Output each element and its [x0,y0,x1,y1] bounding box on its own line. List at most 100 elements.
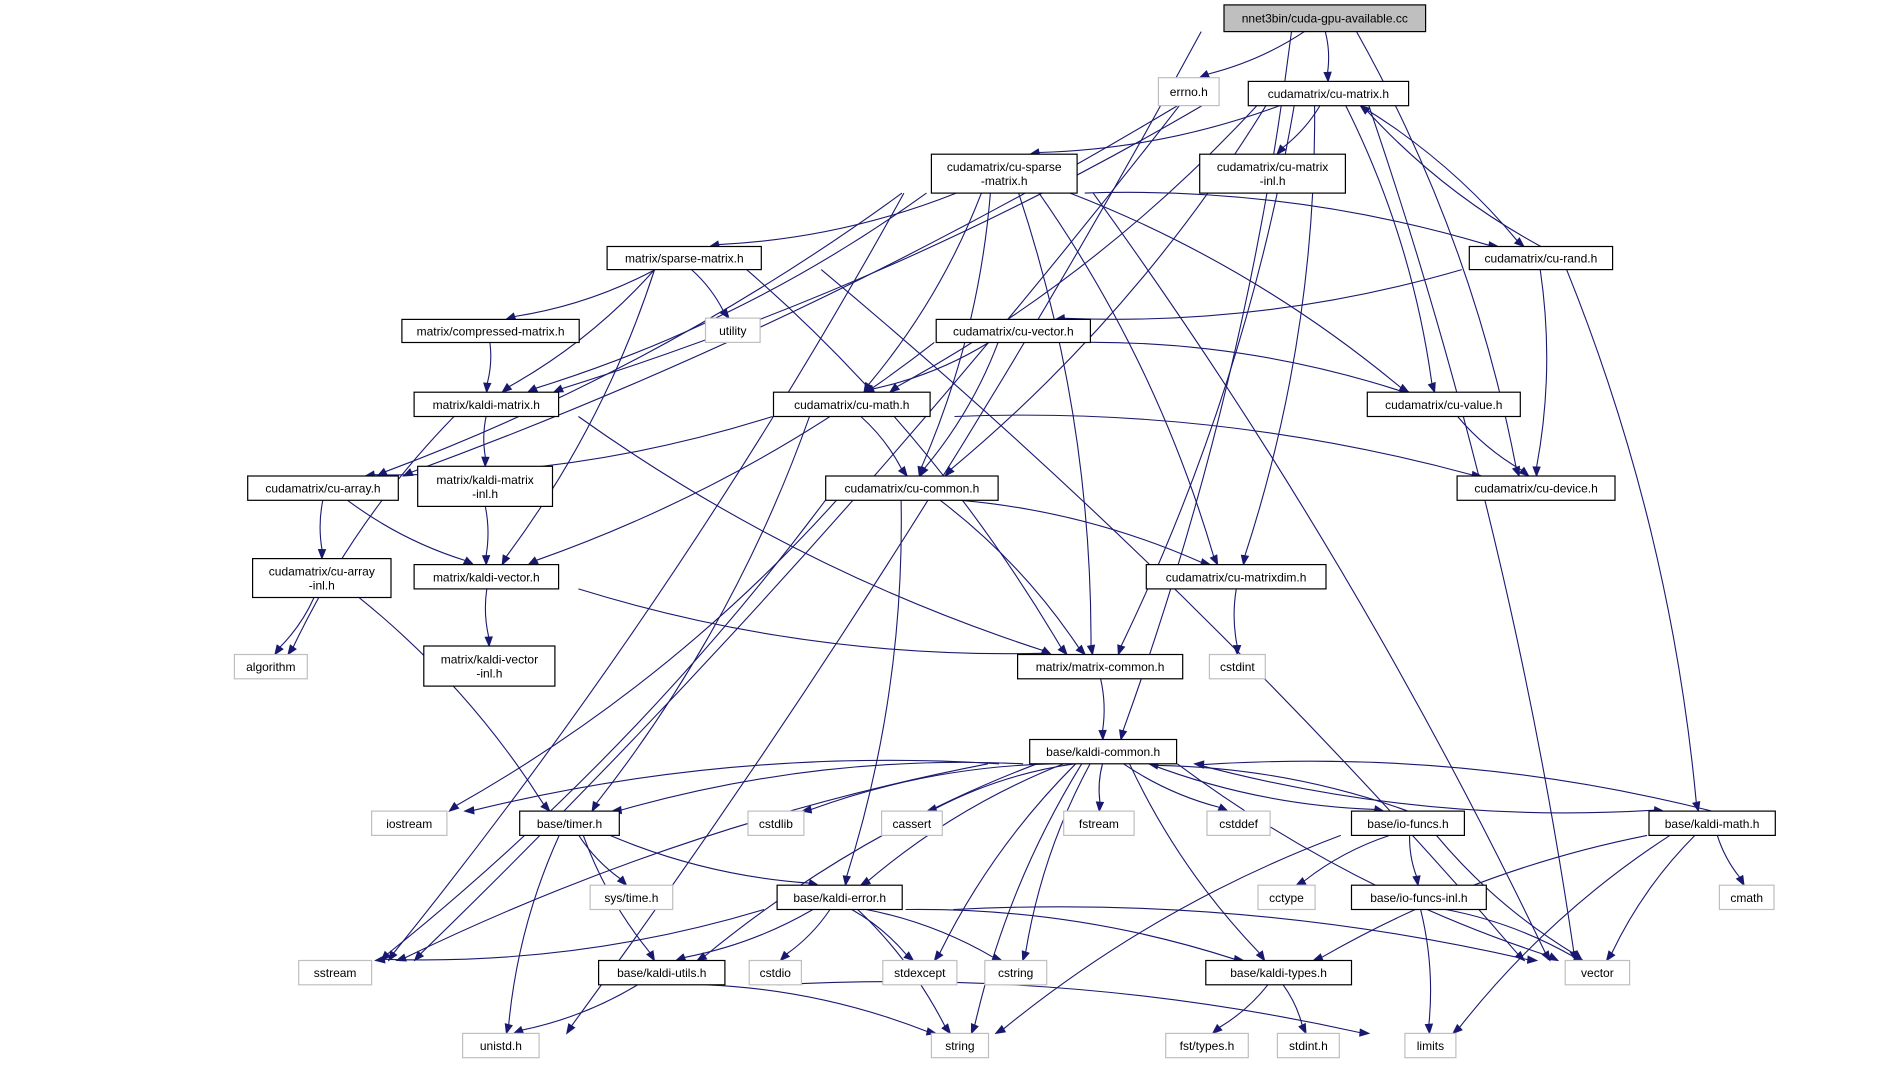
node-cstdio: cstdio [748,959,803,986]
node-iofuncsinl[interactable]: base/io-funcs-inl.h [1350,884,1487,911]
node-timer[interactable]: base/timer.h [519,810,620,836]
edge-arrowhead [1232,644,1242,656]
node-box [1029,738,1178,765]
edge-kaldicommon-to-kaldierror [859,763,1064,886]
edge-curand-to-cuvector [1054,269,1462,323]
node-kaldimatrixinl[interactable]: matrix/kaldi-matrix-inl.h [417,465,554,507]
node-label: cudamatrix/cu-matrixdim.h [1166,570,1307,584]
node-box [519,810,620,836]
node-cumatrix[interactable]: cudamatrix/cu-matrix.h [1247,80,1410,107]
node-kaldicommon[interactable]: base/kaldi-common.h [1029,738,1178,765]
edge-line [385,192,903,473]
edge-line [1716,835,1741,878]
node-sparsematrix[interactable]: matrix/sparse-matrix.h [606,245,762,271]
node-label: matrix/kaldi-vector.h [433,570,540,584]
edge-line [1420,909,1432,1025]
node-kaldivectorinl[interactable]: matrix/kaldi-vector-inl.h [423,645,556,687]
edge-arrowhead [1526,955,1539,964]
edge-arrowhead [287,644,297,656]
edge-line [810,763,1055,811]
node-matrixcommon[interactable]: matrix/matrix-common.h [1016,653,1184,680]
node-iofuncs[interactable]: base/io-funcs.h [1350,810,1466,836]
edge-cumath-to-timer [591,416,811,813]
edge-arrowhead [1424,1023,1434,1035]
edge-kalditypes-to-fsttypes [1211,984,1269,1035]
edge-arrowhead [944,466,955,478]
node-box [1223,4,1427,33]
node-cuvector[interactable]: cudamatrix/cu-vector.h [935,318,1092,344]
edge-line [868,763,1064,882]
edge-kaldicommon-to-kalditypes [1129,763,1266,962]
node-label: cudamatrix/cu-matrix [1217,160,1328,174]
edge-line [561,105,1203,390]
node-kaldivector[interactable]: matrix/kaldi-vector.h [413,563,560,590]
node-cumatrixinl[interactable]: cudamatrix/cu-matrix-inl.h [1199,153,1346,194]
node-box [1145,563,1327,590]
edge-arrowhead [526,384,539,393]
node-box [1165,1032,1249,1059]
node-label: cudamatrix/cu-common.h [845,482,980,496]
node-kaldierror[interactable]: base/kaldi-error.h [776,884,903,911]
edge-line [872,341,990,390]
edge-arrowhead [1098,729,1107,741]
node-compressed[interactable]: matrix/compressed-matrix.h [401,318,580,344]
node-label: sys/time.h [604,891,658,905]
edge-root-to-unistd [566,31,1202,1035]
edge-arrowhead [1359,104,1371,115]
node-box [252,557,392,599]
node-sstream: sstream [298,959,373,986]
node-box [1208,653,1266,680]
node-cassert: cassert [880,810,943,836]
edge-line [508,269,656,388]
node-box [597,959,726,986]
edge-line [1018,192,1092,646]
edge-arrowhead [504,1023,513,1035]
node-kalditypes[interactable]: base/kaldi-types.h [1205,959,1353,986]
node-cusparse[interactable]: cudamatrix/cu-sparse-matrix.h [930,153,1078,194]
edge-iofuncs-to-cctype [1295,834,1390,886]
edge-arrowhead [897,465,908,478]
edge-arrowhead [1255,950,1266,962]
edge-arrowhead [933,950,944,962]
edge-kaldimatrixinl-to-kaldivector [481,506,491,566]
node-label: cmath [1730,891,1763,905]
edge-cusparse-to-cumath [863,192,982,394]
edge-line [1069,192,1402,389]
node-label: cudamatrix/cu-array.h [265,482,380,496]
node-box [1016,653,1184,680]
node-cumath[interactable]: cudamatrix/cu-math.h [772,391,931,418]
node-box [371,810,448,836]
node-label: string [945,1039,974,1053]
node-curand[interactable]: cudamatrix/cu-rand.h [1468,245,1614,271]
edge-line [384,908,765,961]
node-kaldiutils[interactable]: base/kaldi-utils.h [597,959,726,986]
node-kaldimatrix[interactable]: matrix/kaldi-matrix.h [413,391,560,418]
node-cuarrayinl[interactable]: cudamatrix/cu-array-inl.h [252,557,392,599]
edge-line [578,416,1044,652]
node-box [930,1032,990,1059]
edge-arrowhead [1240,554,1250,566]
edge-line [404,763,989,959]
edge-line [868,192,982,385]
edge-line [609,834,810,884]
edge-line [960,499,1202,563]
node-cucommon[interactable]: cudamatrix/cu-common.h [825,475,999,501]
edge-arrowhead [1095,801,1105,813]
edge-kaldiutils-to-unistd [512,984,638,1034]
node-root[interactable]: nnet3bin/cuda-gpu-available.cc [1223,4,1427,33]
edge-line [974,763,1083,1026]
node-cstdint: cstdint [1208,653,1266,680]
edge-kaldimatrix-to-kaldimatrixinl [481,416,490,468]
node-errno: errno.h [1157,77,1220,107]
node-cuvalue[interactable]: cudamatrix/cu-value.h [1366,391,1521,418]
node-label: base/kaldi-math.h [1665,817,1760,831]
node-box [401,318,580,344]
node-cudevice[interactable]: cudamatrix/cu-device.h [1456,475,1616,501]
node-label: unistd.h [480,1039,522,1053]
node-kaldimath[interactable]: base/kaldi-math.h [1648,810,1776,836]
node-cuarray[interactable]: cudamatrix/cu-array.h [247,475,399,501]
edge-arrowhead [501,382,513,394]
node-box [589,884,674,911]
node-cumatrixdim[interactable]: cudamatrix/cu-matrixdim.h [1145,563,1327,590]
